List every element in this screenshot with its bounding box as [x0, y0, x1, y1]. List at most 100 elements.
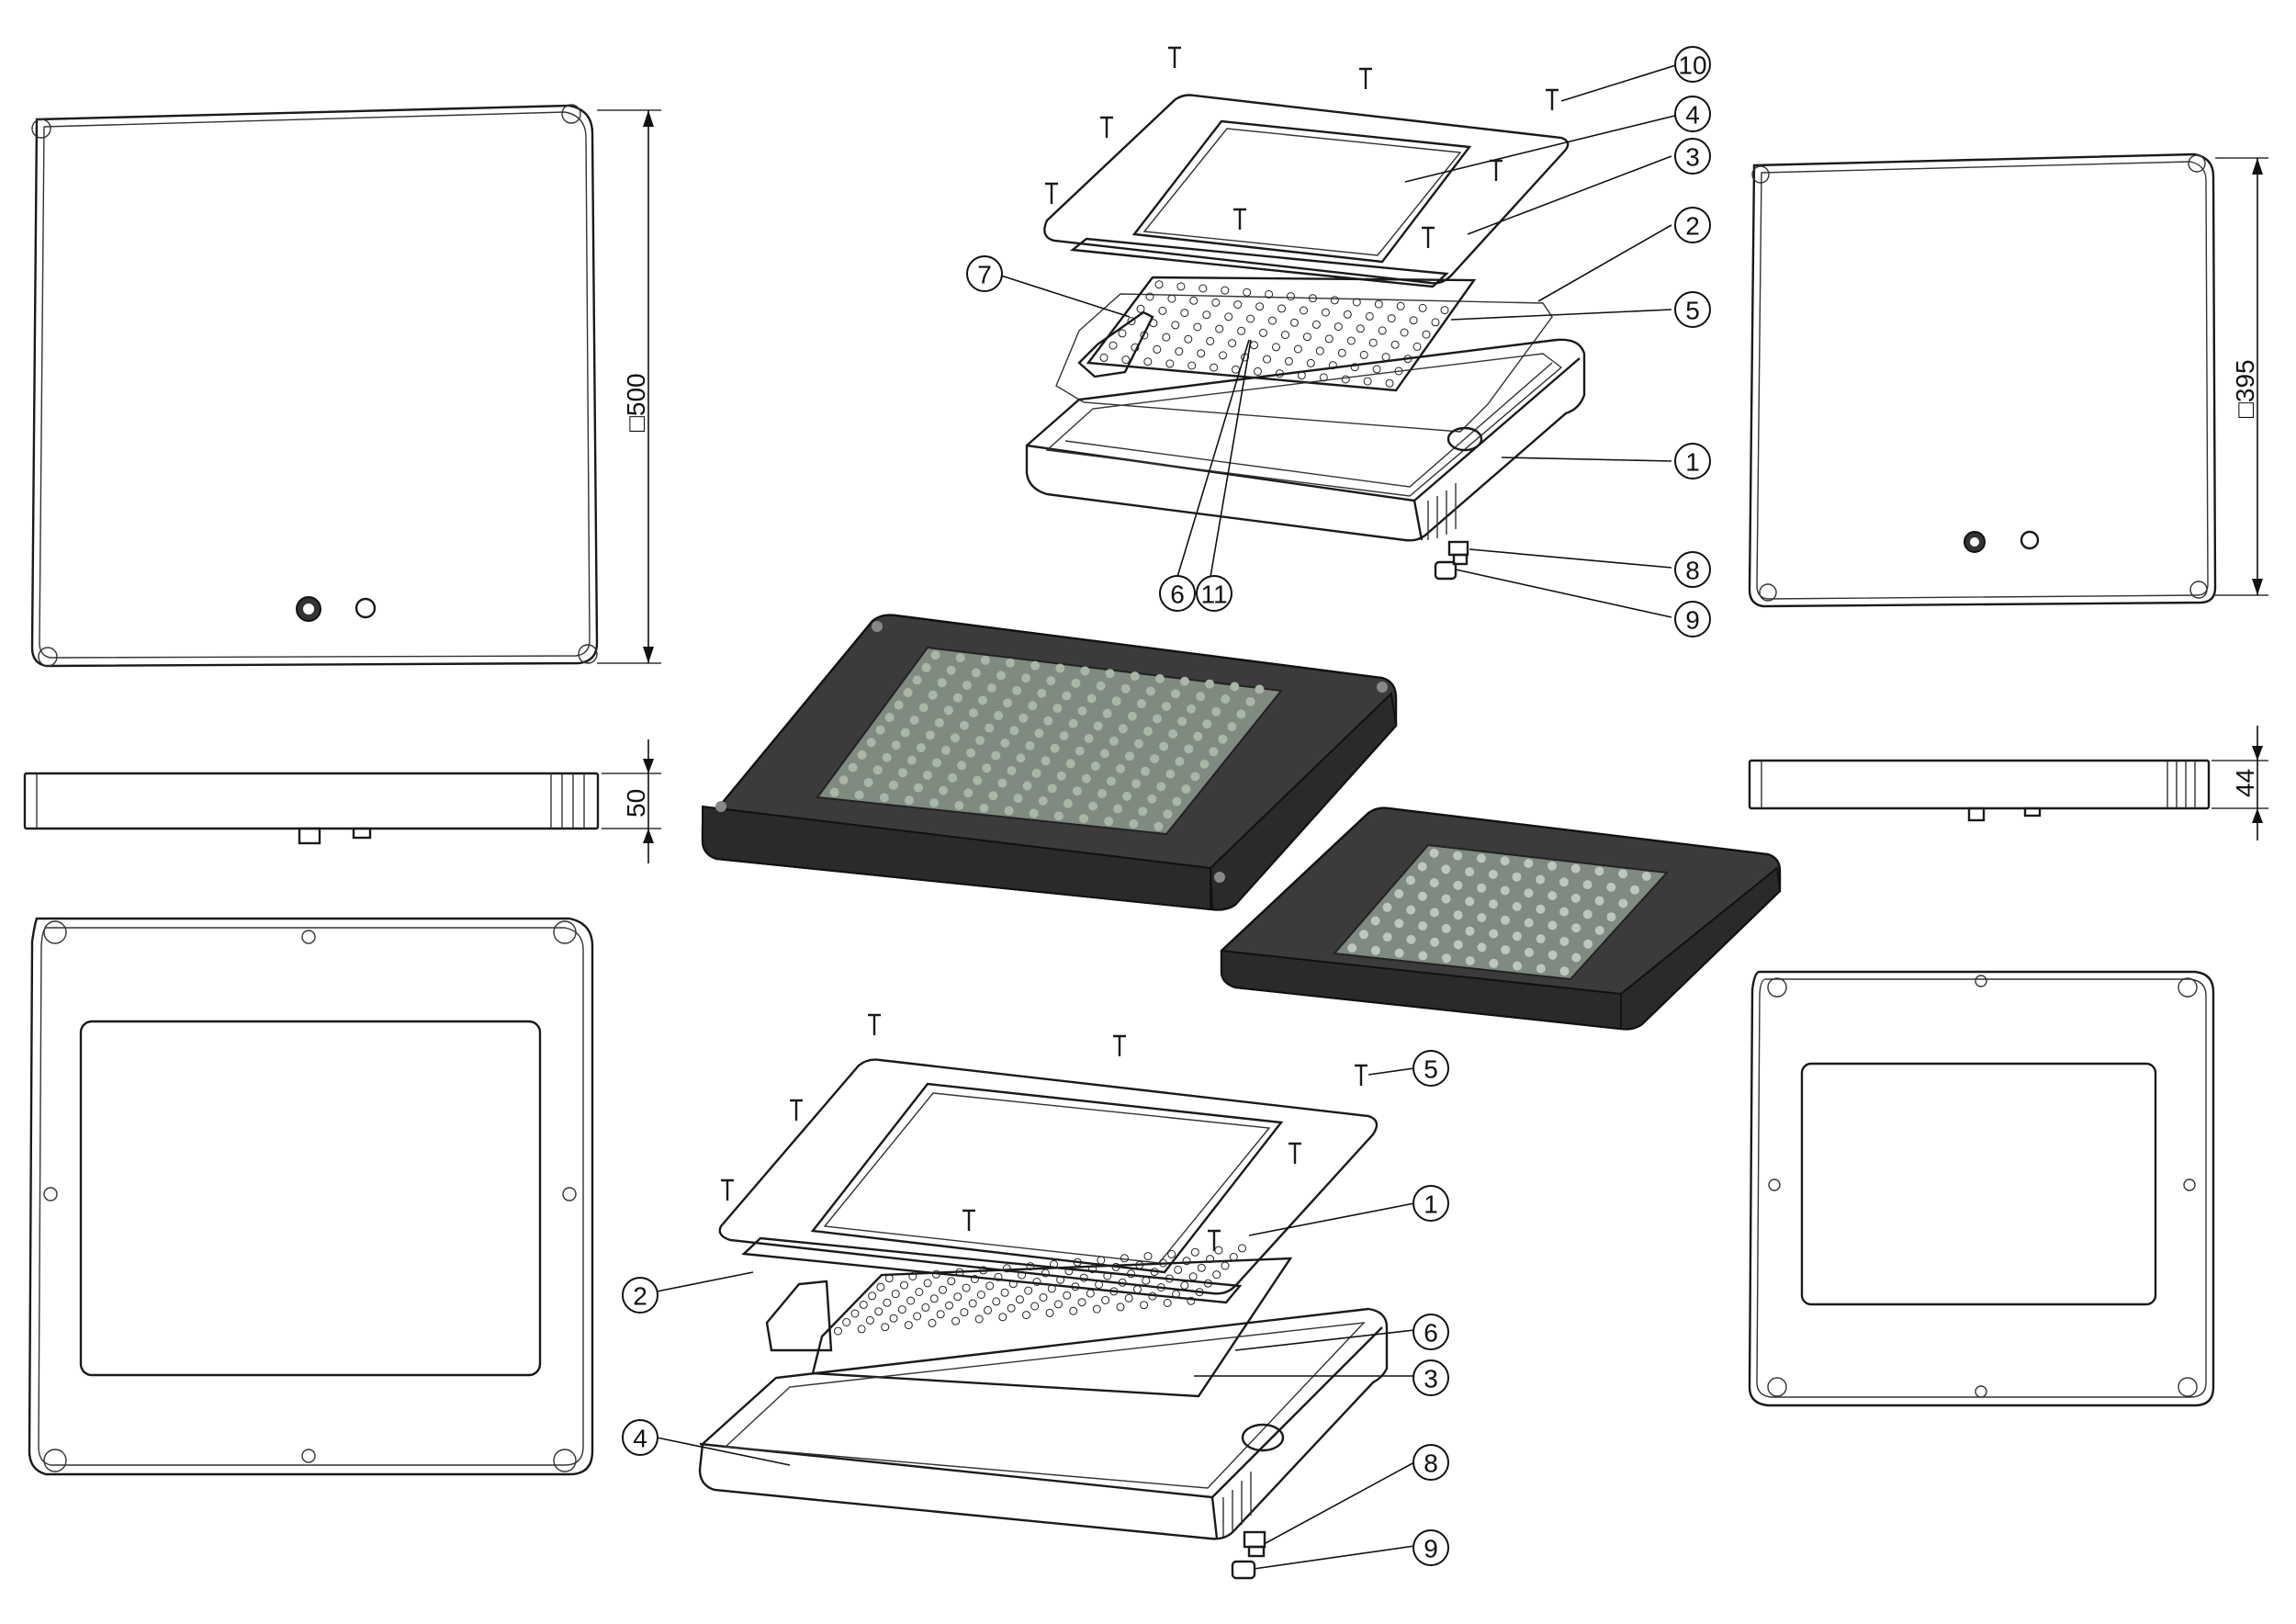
led-dot: [879, 793, 889, 803]
led-dot: [936, 1310, 945, 1319]
led-dot: [1290, 318, 1299, 327]
led-dot: [1263, 355, 1271, 364]
led-dot: [850, 1309, 860, 1318]
led-dot: [865, 1315, 874, 1325]
led-dot: [955, 1268, 964, 1277]
led-dot: [1219, 351, 1228, 360]
led-dot: [1489, 899, 1498, 909]
led-dot: [1141, 766, 1151, 776]
led-dot: [1127, 1269, 1135, 1279]
led-dot: [1163, 809, 1173, 819]
led-dot: [872, 765, 883, 775]
led-dot: [1422, 330, 1431, 339]
led-dot: [1050, 1259, 1058, 1269]
led-dot: [960, 1308, 969, 1317]
led-dot: [1324, 334, 1334, 344]
led-dot: [1081, 773, 1091, 784]
led-dot: [1063, 798, 1073, 808]
led-dot: [1209, 747, 1219, 757]
led-dot: [857, 750, 867, 760]
led-dot: [955, 653, 965, 663]
led-dot: [883, 1298, 892, 1307]
led-dot: [1145, 292, 1154, 301]
bottom-exploded-assembly: 5 1 2 6 3 4 8 9: [622, 1013, 1449, 1580]
led-dot: [1206, 1255, 1215, 1264]
led-dot: [1211, 706, 1221, 716]
led-dot: [1103, 1271, 1112, 1280]
led-dot: [1163, 1299, 1172, 1307]
led-dot: [1536, 874, 1546, 885]
led-dot: [923, 1279, 932, 1288]
callout-b8: 8: [1412, 1444, 1449, 1481]
led-dot: [1418, 921, 1428, 931]
led-dot: [1233, 300, 1243, 310]
large-fixture-render: [701, 614, 1398, 911]
led-dot: [848, 762, 858, 773]
led-dot: [1500, 885, 1510, 896]
top-exploded-assembly: 10 4 3 2 5 7 1 8 9 6 11: [966, 46, 1711, 637]
led-dot: [1026, 1262, 1035, 1271]
led-dot: [925, 730, 935, 740]
large-led-array: [829, 650, 1265, 831]
led-dot: [1143, 1252, 1153, 1261]
led-dot: [932, 758, 941, 768]
led-dot: [1021, 673, 1031, 683]
led-dot: [1000, 739, 1010, 748]
led-dot: [1363, 377, 1372, 386]
led-dot: [1176, 282, 1186, 291]
led-dot: [1430, 937, 1440, 947]
led-dot: [1206, 336, 1215, 345]
small-fixture-front-view: [1748, 970, 2215, 1407]
led-dot: [1154, 280, 1164, 289]
led-dot: [1429, 848, 1439, 858]
led-dot: [1187, 704, 1197, 714]
led-dot: [1387, 314, 1396, 323]
led-dot: [1583, 939, 1593, 949]
led-dot: [1214, 1246, 1223, 1255]
led-dot: [1105, 669, 1115, 679]
led-dot: [1453, 880, 1463, 890]
led-dot: [1079, 1273, 1088, 1282]
led-dot: [1059, 731, 1069, 741]
led-dot: [1015, 1295, 1024, 1304]
led-dot: [1165, 1274, 1174, 1283]
led-dot: [943, 705, 953, 716]
led-dot: [1570, 863, 1581, 874]
led-dot: [928, 690, 938, 700]
led-dot: [998, 1313, 1007, 1322]
led-dot: [1013, 794, 1023, 804]
dimension-50: 50: [602, 739, 661, 863]
led-dot: [1218, 734, 1228, 744]
led-dot: [868, 1291, 877, 1301]
led-dot: [973, 775, 983, 785]
led-dot: [1548, 891, 1558, 901]
led-dot: [1255, 302, 1265, 311]
led-dot: [1008, 1280, 1018, 1289]
led-dot: [1118, 329, 1127, 338]
led-dot: [1187, 1296, 1196, 1305]
led-dot: [1002, 1264, 1011, 1273]
led-dot: [866, 738, 876, 748]
led-dot: [1159, 741, 1169, 751]
led-dot: [1385, 378, 1394, 388]
led-dot: [996, 671, 1006, 681]
led-dot: [1025, 740, 1035, 750]
led-dot: [1003, 698, 1013, 708]
led-dot: [957, 761, 967, 771]
led-dot: [900, 727, 910, 738]
led-dot: [992, 1297, 1001, 1306]
led-dot: [1140, 1301, 1149, 1310]
led-dot: [921, 662, 931, 672]
callout-b9: 9: [1412, 1529, 1449, 1566]
led-dot: [1512, 872, 1522, 882]
led-dot: [1143, 357, 1153, 367]
led-dot: [976, 1291, 985, 1299]
led-dot: [882, 752, 892, 762]
led-dot: [1177, 716, 1187, 727]
led-dot: [1441, 864, 1451, 874]
led-dot: [1536, 964, 1546, 974]
led-dot: [1104, 817, 1114, 827]
led-dot: [962, 681, 972, 691]
led-dot: [1243, 288, 1252, 297]
